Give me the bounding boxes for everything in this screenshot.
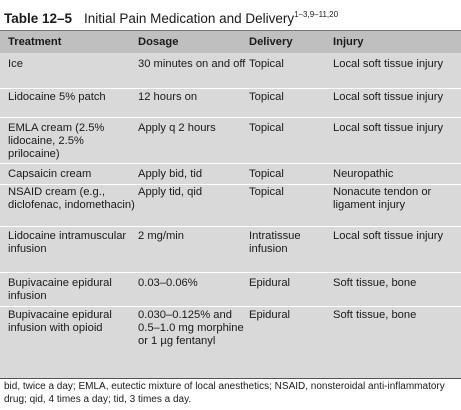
cell-dosage: 2 mg/min bbox=[138, 230, 185, 242]
cell-injury: Local soft tissue injury bbox=[333, 230, 444, 242]
cell-dosage: 12 hours on bbox=[138, 91, 198, 103]
row-divider bbox=[0, 184, 461, 185]
cell-treatment: Capsaicin cream bbox=[8, 168, 92, 180]
cell-treatment: EMLA cream (2.5% lidocaine, 2.5% priloca… bbox=[8, 122, 105, 160]
header-dosage: Dosage bbox=[138, 36, 179, 48]
cell-delivery: Intratissue infusion bbox=[249, 230, 301, 255]
cell-delivery: Epidural bbox=[249, 309, 291, 321]
cell-treatment: Lidocaine 5% patch bbox=[8, 91, 106, 103]
cell-injury: Nonacute tendon or ligament injury bbox=[333, 186, 432, 211]
header-treatment: Treatment bbox=[8, 36, 62, 48]
cell-treatment: Bupivacaine epidural infusion with opioi… bbox=[8, 309, 112, 334]
cell-delivery: Topical bbox=[249, 122, 284, 134]
cell-treatment: Bupivacaine epidural infusion bbox=[8, 277, 112, 302]
cell-delivery: Topical bbox=[249, 58, 284, 70]
row-divider bbox=[0, 88, 461, 89]
cell-injury: Soft tissue, bone bbox=[333, 277, 417, 289]
cell-dosage: 30 minutes on and off bbox=[138, 58, 246, 70]
cell-injury: Local soft tissue injury bbox=[333, 122, 444, 134]
cell-treatment: Lidocaine intramuscular infusion bbox=[8, 230, 127, 255]
cell-treatment: NSAID cream (e.g., diclofenac, indometha… bbox=[8, 186, 135, 211]
table-caption: Table 12–5 Initial Pain Medication and De… bbox=[4, 3, 460, 27]
row-divider bbox=[0, 306, 461, 307]
cell-dosage: Apply tid, qid bbox=[138, 186, 203, 198]
cell-treatment: Ice bbox=[8, 58, 23, 70]
cell-injury: Soft tissue, bone bbox=[333, 309, 417, 321]
row-divider bbox=[0, 163, 461, 164]
cell-dosage: 0.03–0.06% bbox=[138, 277, 198, 289]
header-injury: Injury bbox=[333, 36, 364, 48]
header-delivery: Delivery bbox=[249, 36, 293, 48]
cell-dosage: Apply bid, tid bbox=[138, 168, 203, 180]
table-title: Initial Pain Medication and Delivery bbox=[84, 11, 295, 26]
cell-dosage: Apply q 2 hours bbox=[138, 122, 216, 134]
cell-delivery: Epidural bbox=[249, 277, 291, 289]
cell-injury: Neuropathic bbox=[333, 168, 394, 180]
cell-injury: Local soft tissue injury bbox=[333, 58, 444, 70]
table-footnote: bid, twice a day; EMLA, eutectic mixture… bbox=[4, 381, 445, 405]
medication-table: Treatment Dosage Delivery Injury Ice 30 … bbox=[0, 30, 461, 379]
table-label: Table 12–5 bbox=[4, 11, 73, 26]
cell-delivery: Topical bbox=[249, 186, 284, 198]
cell-delivery: Topical bbox=[249, 91, 284, 103]
row-divider bbox=[0, 226, 461, 227]
cell-injury: Local soft tissue injury bbox=[333, 91, 444, 103]
cell-delivery: Topical bbox=[249, 168, 284, 180]
table-references: 1–3,9–11,20 bbox=[294, 10, 339, 19]
cell-dosage: 0.030–0.125% and 0.5–1.0 mg morphine or … bbox=[138, 309, 244, 347]
row-divider bbox=[0, 272, 461, 273]
row-divider bbox=[0, 117, 461, 118]
table-header-row: Treatment Dosage Delivery Injury bbox=[0, 30, 461, 53]
